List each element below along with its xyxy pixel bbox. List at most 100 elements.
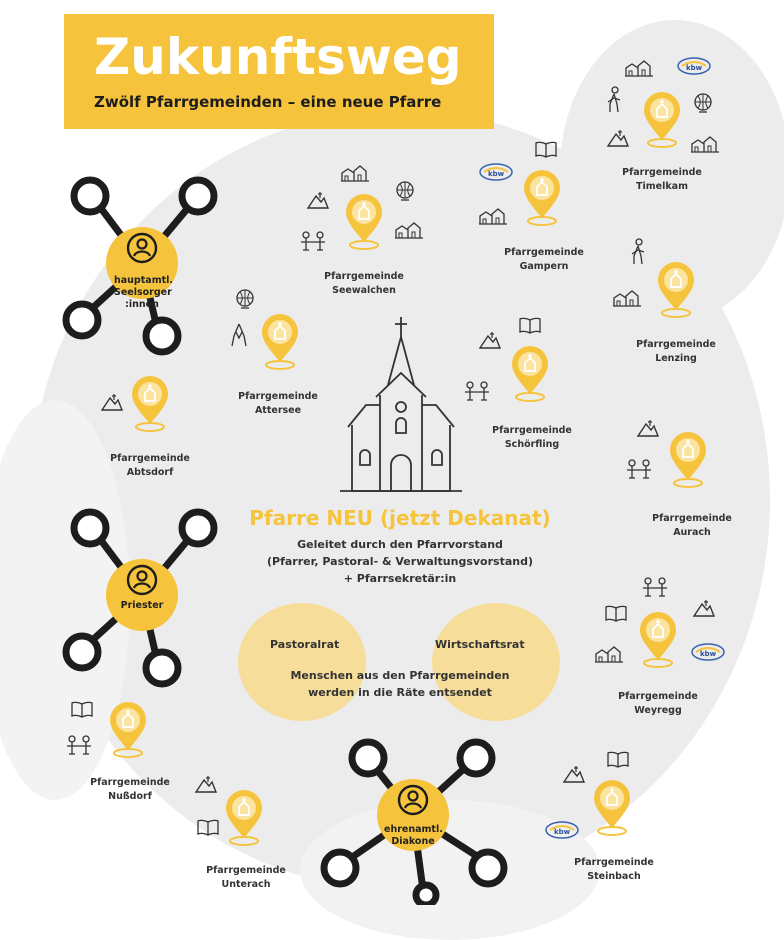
parish-prefix: Pfarrgemeinde: [492, 425, 572, 436]
parish-name: Schörfling: [504, 438, 560, 450]
building-icon: [690, 134, 720, 154]
parish-label-weyregg: Pfarrgemeinde Weyregg: [588, 690, 728, 718]
parish-prefix: Pfarrgemeinde: [90, 777, 170, 788]
book-icon: [534, 140, 558, 158]
location-pin-icon: [106, 700, 150, 758]
parish-label-timelkam: Pfarrgemeinde Timelkam: [592, 166, 732, 194]
location-pin-icon: [654, 260, 698, 318]
parish-prefix: Pfarrgemeinde: [504, 247, 584, 258]
network-icon: [62, 500, 222, 690]
parish-label-gampern: Pfarrgemeinde Gampern: [474, 246, 614, 274]
page-subtitle: Zwölf Pfarrgemeinden – eine neue Pfarre: [94, 93, 442, 111]
parish-prefix: Pfarrgemeinde: [238, 391, 318, 402]
hub-priester: Priester: [62, 500, 222, 690]
kbw-logo-icon: [478, 162, 514, 182]
council-note-line: werden in die Räte entsendet: [308, 686, 492, 700]
mountain-cross-icon: [306, 190, 330, 210]
people-icon: [640, 576, 670, 598]
parish-name: Steinbach: [587, 870, 641, 882]
location-pin-icon: [222, 788, 266, 846]
location-pin-icon: [128, 374, 172, 432]
building-icon: [612, 288, 642, 308]
parish-label-lenzing: Pfarrgemeinde Lenzing: [606, 338, 746, 366]
center-sub-line: (Pfarrer, Pastoral- & Verwaltungsvorstan…: [266, 555, 534, 569]
building-icon: [594, 644, 624, 664]
hub-label: ehrenamtl. Diakone: [384, 824, 443, 847]
location-pin-icon: [508, 344, 552, 402]
council-circle-right: [432, 603, 560, 721]
parish-name: Gampern: [519, 260, 569, 272]
parish-prefix: Pfarrgemeinde: [206, 865, 286, 876]
hub-label: hauptamtl. Seelsorger :innen: [114, 275, 173, 310]
mountain-cross-icon: [100, 392, 124, 412]
parish-prefix: Pfarrgemeinde: [324, 271, 404, 282]
location-pin-icon: [258, 312, 302, 370]
parish-name: Timelkam: [636, 180, 688, 192]
mountain-cross-icon: [562, 764, 586, 784]
parish-prefix: Pfarrgemeinde: [110, 453, 190, 464]
walker-icon: [604, 86, 624, 114]
parish-prefix: Pfarrgemeinde: [618, 691, 698, 702]
parish-name: Weyregg: [634, 704, 682, 716]
center-sub-line: + Pfarrsekretär:in: [343, 572, 457, 586]
people-icon: [64, 734, 94, 756]
kbw-logo-icon: [544, 820, 580, 840]
people-icon: [462, 380, 492, 402]
center-subtitle: Geleitet durch den Pfarrvorstand (Pfarre…: [225, 536, 575, 587]
location-pin-icon: [636, 610, 680, 668]
parish-label-steinbach: Pfarrgemeinde Steinbach: [544, 856, 684, 884]
church-icon: [340, 317, 462, 492]
parish-label-abtsdorf: Pfarrgemeinde Abtsdorf: [80, 452, 220, 480]
book-icon: [518, 316, 542, 334]
council-label-wirtschaftsrat: Wirtschaftsrat: [435, 638, 525, 651]
walker-icon: [628, 238, 648, 266]
praying-hands-icon: [228, 322, 250, 348]
center-sub-line: Geleitet durch den Pfarrvorstand: [297, 538, 503, 551]
network-icon: [320, 738, 508, 909]
parish-name: Nußdorf: [108, 790, 152, 802]
mountain-cross-icon: [692, 598, 716, 618]
kbw-logo-icon: [676, 56, 712, 76]
people-icon: [624, 458, 654, 480]
parish-label-attersee: Pfarrgemeinde Attersee: [208, 390, 348, 418]
center-title: Pfarre NEU (jetzt Dekanat): [249, 506, 551, 530]
globe-icon: [692, 92, 714, 114]
parish-label-schoerfling: Pfarrgemeinde Schörfling: [462, 424, 602, 452]
building-icon: [340, 163, 370, 183]
mountain-cross-icon: [478, 330, 502, 350]
mountain-cross-icon: [606, 128, 630, 148]
building-icon: [624, 58, 654, 78]
location-pin-icon: [640, 90, 684, 148]
parish-label-unterach: Pfarrgemeinde Unterach: [176, 864, 316, 892]
hub-label: Priester: [120, 600, 164, 611]
mountain-cross-icon: [194, 774, 218, 794]
council-note: Menschen aus den Pfarrgemeinden werden i…: [270, 667, 530, 701]
title-banner: Zukunftsweg Zwölf Pfarrgemeinden – eine …: [64, 14, 494, 129]
page-title: Zukunftsweg: [94, 28, 462, 86]
book-icon: [196, 818, 220, 836]
parish-name: Aurach: [673, 526, 711, 538]
building-icon: [478, 206, 508, 226]
parish-prefix: Pfarrgemeinde: [652, 513, 732, 524]
building-icon: [394, 220, 424, 240]
hub-seelsorger: hauptamtl. Seelsorger :innen: [62, 168, 222, 358]
mountain-cross-icon: [636, 418, 660, 438]
parish-label-aurach: Pfarrgemeinde Aurach: [622, 512, 762, 540]
location-pin-icon: [342, 192, 386, 250]
parish-name: Unterach: [221, 878, 271, 890]
parish-label-seewalchen: Pfarrgemeinde Seewalchen: [294, 270, 434, 298]
parish-prefix: Pfarrgemeinde: [636, 339, 716, 350]
parish-name: Abtsdorf: [126, 466, 174, 478]
book-icon: [70, 700, 94, 718]
globe-icon: [394, 180, 416, 202]
parish-name: Seewalchen: [332, 284, 396, 296]
location-pin-icon: [666, 430, 710, 488]
council-note-line: Menschen aus den Pfarrgemeinden: [290, 669, 510, 682]
parish-label-nussdorf: Pfarrgemeinde Nußdorf: [60, 776, 200, 804]
parish-prefix: Pfarrgemeinde: [622, 167, 702, 178]
location-pin-icon: [520, 168, 564, 226]
book-icon: [606, 750, 630, 768]
kbw-logo-icon: [690, 642, 726, 662]
parish-prefix: Pfarrgemeinde: [574, 857, 654, 868]
parish-name: Attersee: [254, 404, 302, 416]
